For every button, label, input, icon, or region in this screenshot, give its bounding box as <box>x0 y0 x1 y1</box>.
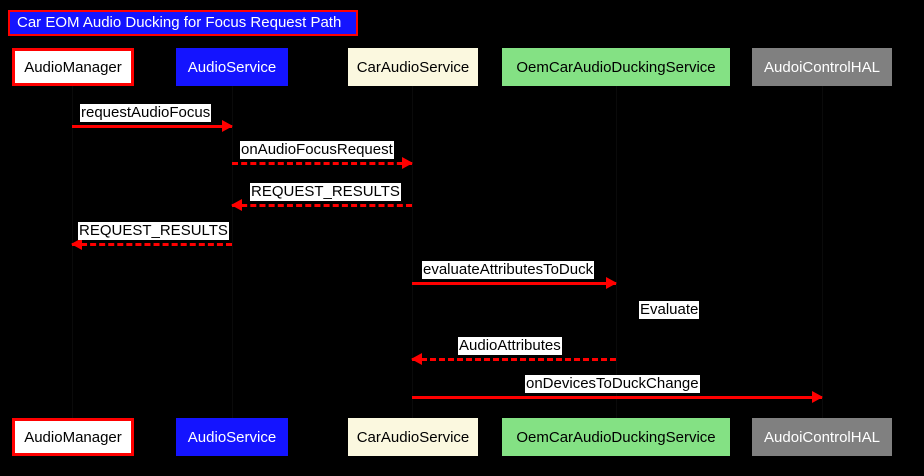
diagram-title: Car EOM Audio Ducking for Focus Request … <box>8 10 358 36</box>
participant-label: AudioService <box>187 58 277 76</box>
arrowhead-right-icon <box>812 391 823 403</box>
participant-audiomanager-bottom[interactable]: AudioManager <box>12 418 134 456</box>
message-line <box>72 243 232 246</box>
lifeline-caraudioservice <box>412 86 413 418</box>
participant-label: AudioService <box>187 428 277 446</box>
note-evaluate: Evaluate <box>639 301 700 319</box>
participant-oemcaraudioduckingservice-top[interactable]: OemCarAudioDuckingService <box>502 48 730 86</box>
participant-label: OemCarAudioDuckingService <box>516 58 716 76</box>
lifeline-audiocontrolhal <box>822 86 823 418</box>
participant-label: AudioManager <box>24 428 122 446</box>
participant-label: AudioManager <box>24 58 122 76</box>
participant-label: AudoiControlHAL <box>764 428 880 446</box>
participant-audoicontrolhal-bottom[interactable]: AudoiControlHAL <box>752 418 892 456</box>
participant-audioservice-top[interactable]: AudioService <box>176 48 288 86</box>
arrowhead-left-icon <box>411 353 422 365</box>
message-line <box>412 396 822 399</box>
participant-label: CarAudioService <box>356 58 470 76</box>
arrowhead-right-icon <box>222 120 233 132</box>
message-label: onAudioFocusRequest <box>240 141 394 159</box>
lifeline-audioservice <box>232 86 233 418</box>
participant-caraudioservice-top[interactable]: CarAudioService <box>348 48 478 86</box>
message-label: onDevicesToDuckChange <box>525 375 700 393</box>
message-line <box>72 125 232 128</box>
message-line <box>412 282 616 285</box>
participant-label: OemCarAudioDuckingService <box>516 428 716 446</box>
message-label: evaluateAttributesToDuck <box>422 261 595 279</box>
arrowhead-right-icon <box>606 277 617 289</box>
participant-audoicontrolhal-top[interactable]: AudoiControlHAL <box>752 48 892 86</box>
lifeline-audiomanager <box>72 86 73 418</box>
message-label: AudioAttributes <box>458 337 562 355</box>
arrowhead-right-icon <box>402 157 413 169</box>
participant-caraudioservice-bottom[interactable]: CarAudioService <box>348 418 478 456</box>
message-label: requestAudioFocus <box>80 104 212 122</box>
message-label: REQUEST_RESULTS <box>250 183 401 201</box>
participant-label: AudoiControlHAL <box>764 58 880 76</box>
participant-audioservice-bottom[interactable]: AudioService <box>176 418 288 456</box>
participant-oemcaraudioduckingservice-bottom[interactable]: OemCarAudioDuckingService <box>502 418 730 456</box>
message-line <box>232 162 412 165</box>
arrowhead-left-icon <box>231 199 242 211</box>
participant-label: CarAudioService <box>356 428 470 446</box>
message-line <box>412 358 616 361</box>
message-label: REQUEST_RESULTS <box>78 222 229 240</box>
message-line <box>232 204 412 207</box>
arrowhead-left-icon <box>71 238 82 250</box>
lifeline-oemducking <box>616 86 617 418</box>
participant-audiomanager-top[interactable]: AudioManager <box>12 48 134 86</box>
